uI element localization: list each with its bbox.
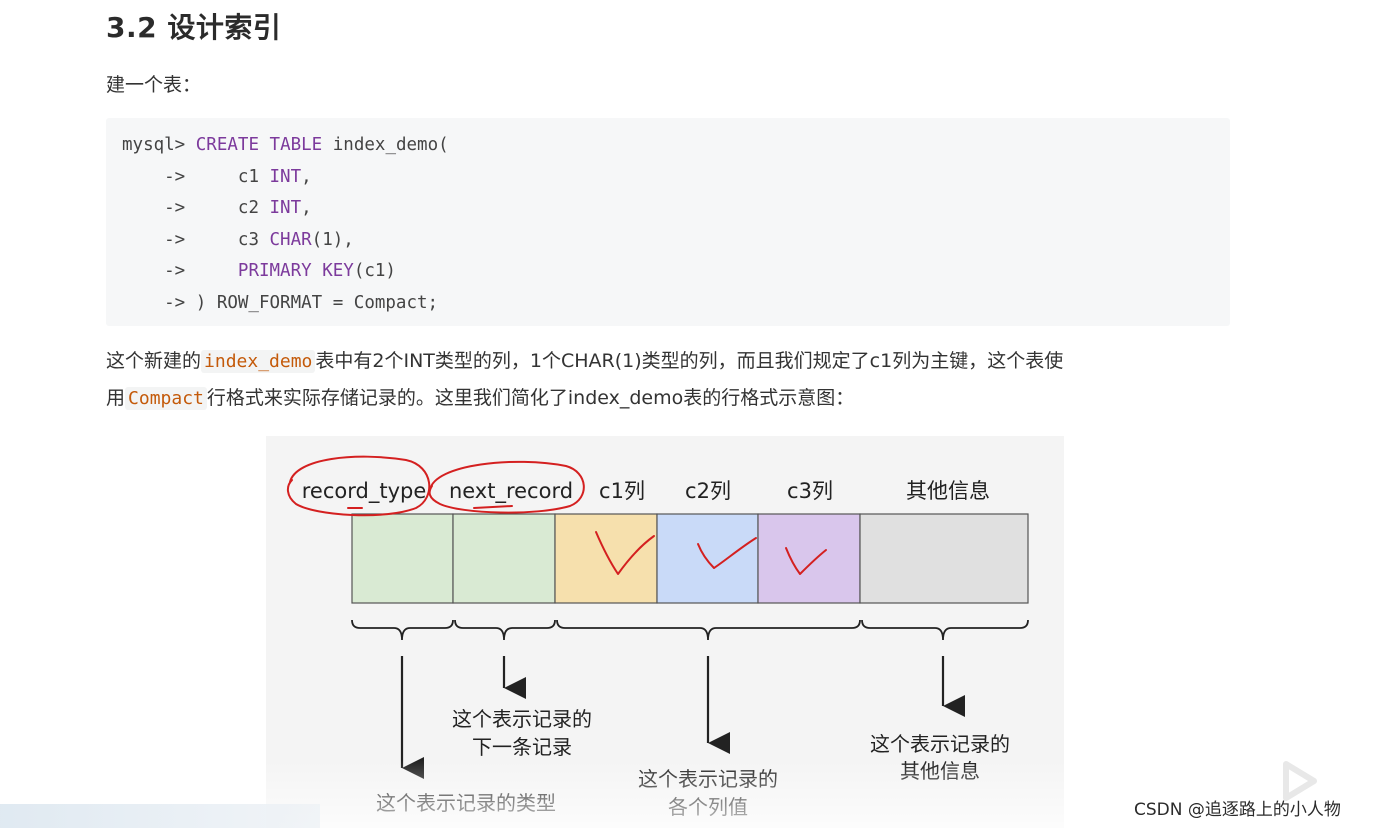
header-c3: c3列 bbox=[787, 479, 833, 503]
cell-record-type bbox=[351, 513, 454, 604]
annotation-other-line2: 其他信息 bbox=[900, 759, 980, 783]
row-format-diagram: record_type next_record c1列 c2列 c3列 其他信息 bbox=[266, 436, 1064, 828]
code-line-4: -> c3 CHAR(1), bbox=[122, 229, 354, 250]
red-check-c1 bbox=[595, 531, 655, 575]
code-block: mysql> CREATE TABLE index_demo( -> c1 IN… bbox=[106, 118, 1230, 326]
row-format-svg: record_type next_record c1列 c2列 c3列 其他信息 bbox=[286, 455, 1029, 819]
header-c2: c2列 bbox=[685, 479, 731, 503]
header-c1: c1列 bbox=[599, 479, 645, 503]
watermark-text: CSDN @追逐路上的小人物 bbox=[1134, 800, 1341, 820]
annotation-columns-line1: 这个表示记录的 bbox=[638, 767, 778, 791]
red-underline-next-record bbox=[473, 505, 513, 509]
cell-c3 bbox=[757, 513, 861, 604]
header-other-info: 其他信息 bbox=[906, 479, 990, 503]
annotation-next-line1: 这个表示记录的 bbox=[452, 707, 592, 731]
red-circle-next-record bbox=[428, 460, 585, 514]
code-line-5: -> PRIMARY KEY(c1) bbox=[122, 261, 396, 281]
red-check-c2 bbox=[697, 537, 757, 569]
header-next-record: next_record bbox=[449, 479, 573, 504]
code-line-6: -> ) ROW_FORMAT = Compact; bbox=[122, 292, 439, 313]
brace-other-info bbox=[861, 619, 1029, 641]
code-line-1: mysql> CREATE TABLE index_demo( bbox=[122, 135, 449, 155]
code-line-2: -> c1 INT, bbox=[122, 166, 312, 187]
cell-other-info bbox=[859, 513, 1029, 604]
play-icon[interactable] bbox=[1242, 718, 1352, 822]
annotation-next-line2: 下一条记录 bbox=[472, 735, 572, 759]
red-check-c3 bbox=[785, 547, 827, 575]
brace-next-record bbox=[454, 619, 556, 641]
annotation-type: 这个表示记录的类型 bbox=[376, 791, 556, 815]
cell-c2 bbox=[656, 513, 759, 604]
brace-record-type bbox=[351, 619, 454, 641]
cell-c1 bbox=[554, 513, 658, 604]
header-record-type: record_type bbox=[302, 479, 427, 504]
annotation-columns-line2: 各个列值 bbox=[668, 795, 748, 819]
section-heading: 3.2 设计索引 bbox=[106, 11, 282, 44]
video-progress-strip bbox=[0, 804, 320, 828]
brace-columns bbox=[556, 619, 861, 641]
cell-next-record bbox=[452, 513, 556, 604]
inline-code-compact: Compact bbox=[125, 387, 207, 410]
code-line-3: -> c2 INT, bbox=[122, 198, 312, 218]
intro-text: 建一个表： bbox=[106, 74, 202, 96]
inline-code-index-demo: index_demo bbox=[201, 350, 316, 373]
annotation-other-line1: 这个表示记录的 bbox=[870, 732, 1010, 756]
red-circle-record-type bbox=[286, 455, 431, 517]
